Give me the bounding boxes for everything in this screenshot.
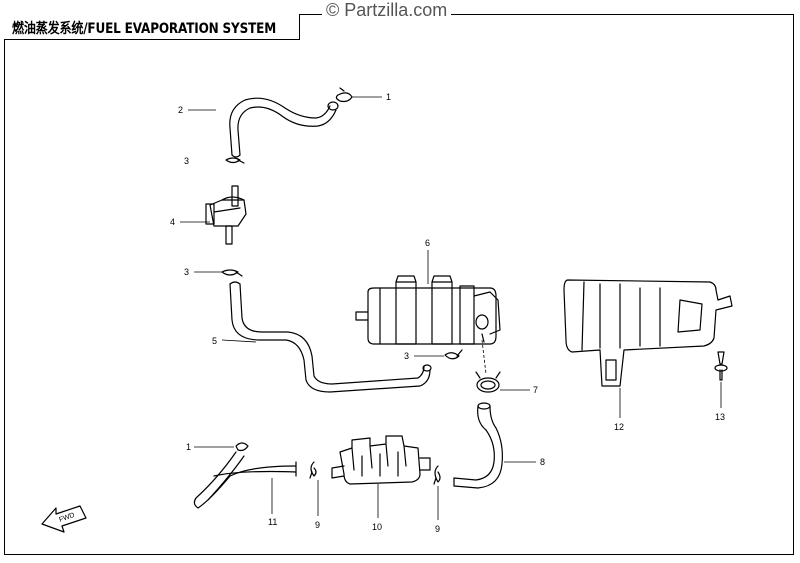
callout-3: 3 [404, 351, 409, 361]
callout-6: 6 [425, 238, 430, 248]
mounting-screw[interactable] [714, 351, 728, 381]
hose-clamp[interactable] [225, 157, 245, 164]
callout-1: 1 [186, 442, 191, 452]
spring-clamp[interactable] [475, 371, 501, 393]
hose-clamp[interactable] [221, 269, 243, 277]
callout-12: 12 [614, 422, 624, 432]
callout-11: 11 [268, 517, 277, 527]
callout-8: 8 [540, 457, 545, 467]
title-box: 燃油蒸发系统/FUEL EVAPORATION SYSTEM [4, 14, 300, 40]
hose-clip[interactable] [335, 87, 353, 103]
callout-7: 7 [533, 385, 538, 395]
purge-valve[interactable] [331, 435, 431, 485]
callout-9: 9 [435, 524, 440, 534]
watermark: © Partzilla.com [322, 0, 452, 21]
callout-10: 10 [372, 522, 382, 532]
canister-outlet-hose[interactable] [453, 402, 503, 489]
callout-3: 3 [184, 267, 189, 277]
carbon-canister[interactable] [355, 275, 501, 345]
callout-3: 3 [184, 156, 189, 166]
callout-9: 9 [315, 520, 320, 530]
long-vent-hose[interactable] [229, 281, 432, 393]
page-title: 燃油蒸发系统/FUEL EVAPORATION SYSTEM [12, 21, 277, 37]
callout-13: 13 [715, 412, 725, 422]
lower-vent-hose[interactable] [193, 451, 297, 509]
leader-line [221, 339, 257, 343]
upper-vent-hose[interactable] [229, 97, 339, 158]
callout-2: 2 [178, 105, 183, 115]
forward-arrow [41, 505, 87, 533]
rollover-valve[interactable] [205, 185, 247, 245]
hose-clamp[interactable] [444, 349, 463, 360]
canister-bracket[interactable] [563, 279, 733, 387]
callout-5: 5 [212, 336, 217, 346]
hose-clip[interactable] [235, 442, 249, 452]
leader-line [481, 339, 487, 375]
hose-clip[interactable] [309, 461, 317, 479]
callout-4: 4 [170, 217, 175, 227]
hose-clip[interactable] [433, 465, 441, 485]
callout-1: 1 [386, 92, 391, 102]
